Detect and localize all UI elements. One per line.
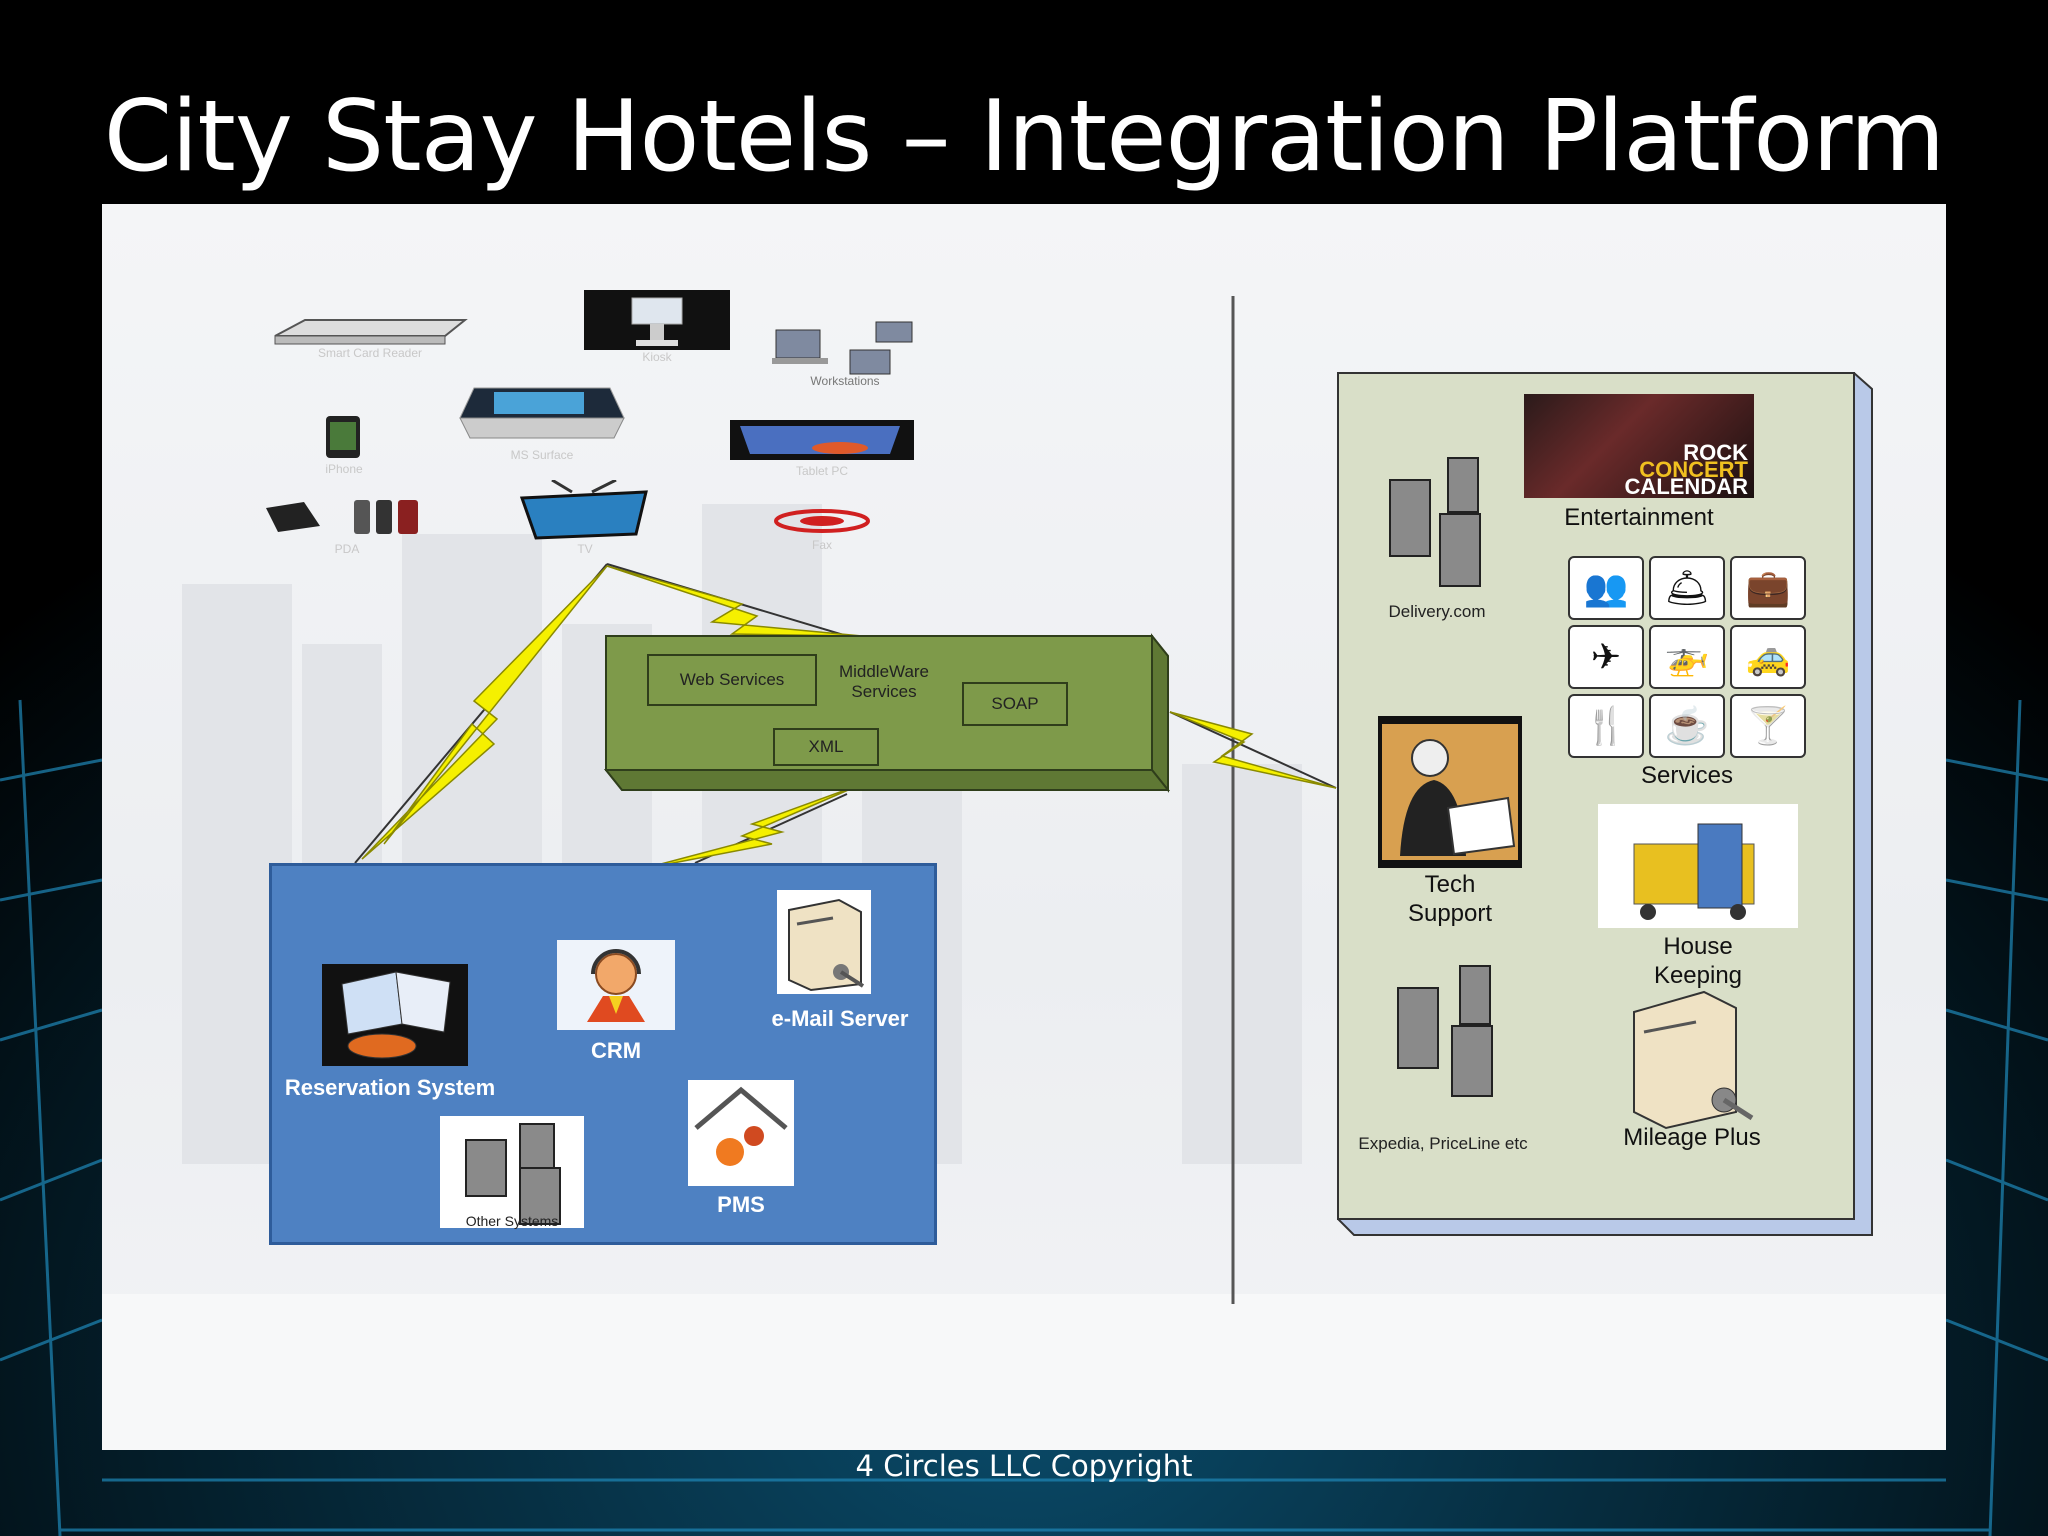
- label-entertainment: Entertainment: [1564, 504, 1714, 531]
- rock-line-3: CALENDAR: [1624, 474, 1748, 499]
- label-tv: TV: [577, 542, 593, 556]
- coffee-icon: ☕: [1649, 694, 1725, 758]
- label-other-systems: Other Systems: [465, 1213, 559, 1229]
- house-line-2: Keeping: [1653, 962, 1743, 989]
- label-tablet-pc: Tablet PC: [795, 464, 849, 478]
- label-crm: CRM: [590, 1038, 642, 1063]
- housekeeping-icon: [1598, 804, 1798, 928]
- label-services: Services: [1640, 762, 1734, 789]
- tablet-pc-icon: [730, 420, 914, 460]
- slide-title: City Stay Hotels – Integration Platform: [103, 80, 1945, 194]
- workstations-icon: [772, 321, 913, 375]
- other-systems-icon: [440, 1116, 584, 1228]
- label-mileage-plus: Mileage Plus: [1623, 1124, 1761, 1151]
- middleware-title-line2: Services: [851, 682, 917, 701]
- kiosk-icon: [584, 290, 730, 350]
- label-workstations: Workstations: [810, 374, 880, 388]
- diagram-panel: Smart Card Reader Kiosk Workstations iPh…: [102, 204, 1946, 1450]
- rock-line-2: CONCERT: [1639, 457, 1748, 482]
- middleware-title-line1: MiddleWare: [838, 662, 930, 681]
- web-services-box: Web Services: [647, 654, 817, 706]
- middleware-title: MiddleWare Services: [814, 662, 954, 702]
- smart-card-reader-icon: [274, 319, 468, 345]
- soap-box: SOAP: [962, 682, 1068, 726]
- rock-concert-calendar-image: ROCK CONCERT CALENDAR: [1524, 394, 1754, 498]
- expedia-servers-icon: [1397, 965, 1493, 1097]
- email-server-icon: [777, 890, 871, 994]
- checkin-icon: 🛎: [1649, 556, 1725, 620]
- label-kiosk: Kiosk: [642, 350, 672, 364]
- rock-line-1: ROCK: [1683, 440, 1748, 465]
- taxi-icon: 🚕: [1730, 625, 1806, 689]
- concierge-icon: 💼: [1730, 556, 1806, 620]
- reservation-system-icon: [322, 964, 468, 1066]
- label-tech-support: Tech Support: [1378, 870, 1522, 928]
- label-email-server: e-Mail Server: [771, 1006, 909, 1031]
- tech-line-1: Tech: [1424, 871, 1476, 898]
- label-expedia: Expedia, PriceLine etc: [1358, 1134, 1528, 1153]
- label-ms-surface: MS Surface: [510, 448, 574, 462]
- label-reservation-system: Reservation System: [284, 1075, 496, 1100]
- tech-support-icon: [1378, 716, 1522, 868]
- ms-surface-icon: [459, 387, 625, 439]
- dining-icon: 👥: [1568, 556, 1644, 620]
- label-smart-card-reader: Smart Card Reader: [317, 346, 423, 360]
- pda-icon: [266, 500, 418, 534]
- helicopter-icon: 🚁: [1649, 625, 1725, 689]
- xml-box: XML: [773, 728, 879, 766]
- airplane-icon: ✈: [1568, 625, 1644, 689]
- tech-line-2: Support: [1407, 900, 1493, 927]
- tv-icon: [519, 480, 648, 540]
- label-house-keeping: House Keeping: [1598, 932, 1798, 990]
- label-delivery: Delivery.com: [1388, 602, 1486, 621]
- rock-concert-text: ROCK CONCERT CALENDAR: [1624, 440, 1748, 499]
- fax-icon: [774, 509, 870, 533]
- house-line-1: House: [1663, 933, 1733, 960]
- slide-footer: 4 Circles LLC Copyright: [855, 1449, 1193, 1483]
- lightning-bolts: [361, 565, 1337, 870]
- pms-icon: [688, 1080, 794, 1186]
- delivery-servers-icon: [1389, 457, 1481, 587]
- crm-icon: [557, 940, 675, 1030]
- cocktail-icon: 🍸: [1730, 694, 1806, 758]
- label-pms: PMS: [717, 1192, 765, 1217]
- services-icon-grid: 👥 🛎 💼 ✈ 🚁 🚕 🍴 ☕ 🍸: [1568, 556, 1806, 758]
- restaurant-icon: 🍴: [1568, 694, 1644, 758]
- label-iphone: iPhone: [325, 462, 363, 476]
- iphone-icon: [326, 416, 360, 458]
- label-pda: PDA: [334, 542, 360, 556]
- label-fax: Fax: [811, 538, 832, 552]
- mileage-plus-server-icon: [1633, 990, 1754, 1130]
